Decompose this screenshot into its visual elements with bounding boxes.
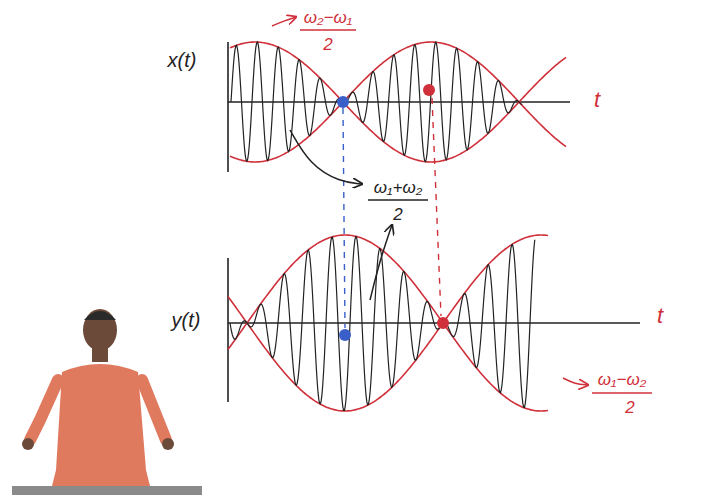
carrier-frequency: ω₁+ω₂	[374, 179, 422, 196]
arm	[30, 380, 58, 440]
beat-frequency: ω₂−ω₁	[304, 9, 352, 26]
head	[83, 309, 117, 351]
y-axis	[227, 258, 229, 402]
envelope	[230, 42, 566, 162]
plots	[228, 17, 652, 411]
marker-dot	[339, 329, 351, 341]
beat-frequency: 2	[625, 399, 634, 416]
envelope	[228, 235, 548, 411]
axis-label: t	[657, 305, 663, 327]
guide-line	[343, 108, 345, 328]
axis-label: y(t)	[172, 310, 201, 330]
marker-dot	[337, 96, 349, 108]
y-axis	[227, 42, 229, 172]
axis-label: x(t)	[168, 50, 197, 70]
marker-dot	[423, 84, 435, 96]
podium	[12, 486, 202, 495]
marker-dot	[437, 317, 449, 329]
envelope	[230, 42, 566, 162]
pointer-arrow	[563, 378, 588, 385]
shirt	[52, 364, 150, 486]
envelope	[228, 235, 548, 411]
beat-frequency: 2	[323, 36, 332, 53]
beat-frequency: ω₁−ω₂	[598, 371, 646, 388]
fraction-bar	[300, 29, 356, 31]
pointer-arrow	[272, 17, 296, 26]
pointer-arrow	[290, 130, 362, 184]
hand	[22, 438, 34, 450]
arm	[142, 380, 166, 440]
fraction-bar	[368, 199, 428, 201]
fraction-bar	[592, 392, 652, 394]
axis-label: t	[594, 89, 600, 111]
carrier-frequency: 2	[393, 206, 402, 223]
carrier-wave	[231, 42, 522, 162]
carrier-wave	[230, 237, 535, 411]
pointer-arrow	[370, 225, 392, 300]
guide-line	[432, 98, 441, 316]
hand	[162, 438, 174, 450]
lecturer-figure	[12, 309, 202, 495]
hair	[84, 311, 116, 320]
